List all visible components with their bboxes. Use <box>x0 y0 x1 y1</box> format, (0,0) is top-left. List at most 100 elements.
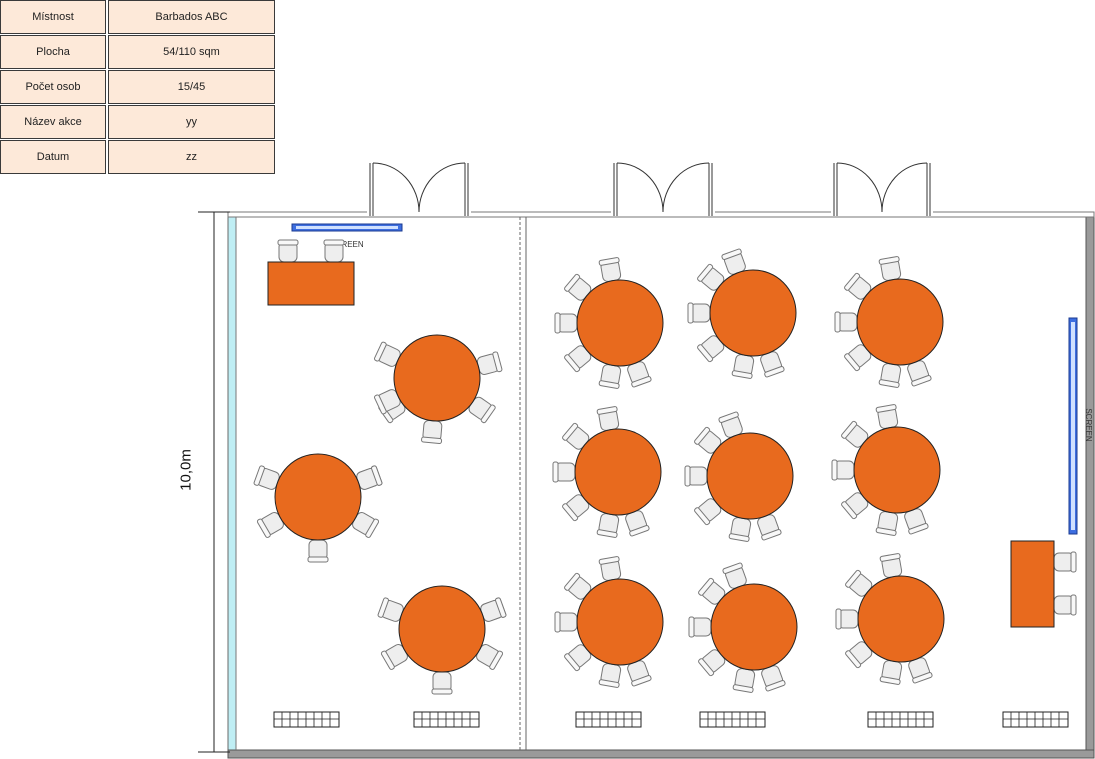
radiator <box>273 711 340 728</box>
round-table <box>710 583 798 671</box>
bottom-wall <box>227 749 1095 759</box>
chair <box>1053 594 1077 616</box>
chair <box>698 649 726 677</box>
chair <box>878 256 902 281</box>
chair <box>732 668 756 693</box>
round-table-group <box>687 248 797 379</box>
chair <box>831 459 855 481</box>
info-value-room: Barbados ABC <box>108 0 275 34</box>
round-table-group <box>374 334 503 444</box>
round-table <box>853 426 941 514</box>
double-door <box>367 162 471 216</box>
round-table-group <box>835 553 945 685</box>
room-dimension-label: 10,0m <box>177 449 195 491</box>
chair <box>380 644 408 670</box>
chair <box>908 657 933 684</box>
chair <box>476 644 504 670</box>
round-table-group <box>377 585 507 695</box>
chair <box>562 494 590 522</box>
chair <box>875 404 899 429</box>
chair <box>564 572 592 600</box>
chair <box>687 302 711 324</box>
round-table <box>857 575 945 663</box>
chair <box>468 396 496 424</box>
window-wall <box>227 211 237 759</box>
chair <box>760 351 785 378</box>
info-label-event: Název akce <box>0 105 106 139</box>
chair <box>694 426 722 454</box>
info-label-room: Místnost <box>0 0 106 34</box>
chair <box>564 644 592 672</box>
chair <box>721 248 746 275</box>
chair <box>256 512 284 538</box>
round-table <box>274 453 362 541</box>
projection-screen-right: SCREEN <box>1068 317 1093 535</box>
chair <box>845 569 873 597</box>
round-table <box>398 585 486 673</box>
chair <box>552 461 576 483</box>
radiator <box>699 711 766 728</box>
round-table-group <box>552 406 662 538</box>
presenter-table-left <box>267 239 355 306</box>
chair <box>722 562 747 589</box>
radiator <box>575 711 642 728</box>
chair <box>596 513 620 538</box>
chair <box>1053 551 1077 573</box>
chair <box>598 257 622 282</box>
chair <box>421 419 443 444</box>
round-table <box>709 269 797 357</box>
chair <box>904 508 929 535</box>
chair <box>688 616 712 638</box>
info-value-area: 54/110 sqm <box>108 35 275 69</box>
chair <box>627 660 652 687</box>
double-door <box>831 162 933 216</box>
chair <box>323 239 345 263</box>
chair <box>728 517 752 542</box>
chair <box>835 608 859 630</box>
presenter-table-right <box>1010 540 1077 628</box>
double-door <box>611 162 715 216</box>
round-table-group <box>688 562 798 693</box>
radiator <box>413 711 480 728</box>
round-table-group <box>554 556 664 688</box>
screen-label: SCREEN <box>330 240 364 249</box>
chair <box>352 512 380 538</box>
chair <box>878 363 902 388</box>
round-table-group <box>684 411 794 542</box>
rect-table <box>267 261 355 306</box>
right-wall <box>1085 211 1095 759</box>
chair <box>307 539 329 563</box>
chair <box>684 465 708 487</box>
chair <box>277 239 299 263</box>
chair <box>879 660 903 685</box>
round-table-group <box>253 453 383 563</box>
projection-screen-top: SCREEN <box>291 223 403 249</box>
chair <box>598 364 622 389</box>
round-table-group <box>834 256 944 388</box>
round-table-group <box>554 257 664 389</box>
chair <box>356 465 383 490</box>
chair <box>834 311 858 333</box>
chair <box>598 556 622 581</box>
info-label-date: Datum <box>0 140 106 174</box>
radiator <box>867 711 934 728</box>
info-label-persons: Počet osob <box>0 70 106 104</box>
chair <box>757 514 782 541</box>
chair <box>598 663 622 688</box>
round-table-group <box>831 404 941 536</box>
chair <box>761 665 786 692</box>
chair <box>875 511 899 536</box>
round-table <box>393 334 481 422</box>
chair <box>718 411 743 438</box>
chair <box>564 345 592 373</box>
chair <box>627 361 652 388</box>
round-table <box>576 279 664 367</box>
info-value-date: zz <box>108 140 275 174</box>
round-table <box>706 432 794 520</box>
info-value-event: yy <box>108 105 275 139</box>
info-label-area: Plocha <box>0 35 106 69</box>
chair <box>374 341 401 367</box>
chair <box>841 492 869 520</box>
screen-label: SCREEN <box>1084 408 1093 442</box>
